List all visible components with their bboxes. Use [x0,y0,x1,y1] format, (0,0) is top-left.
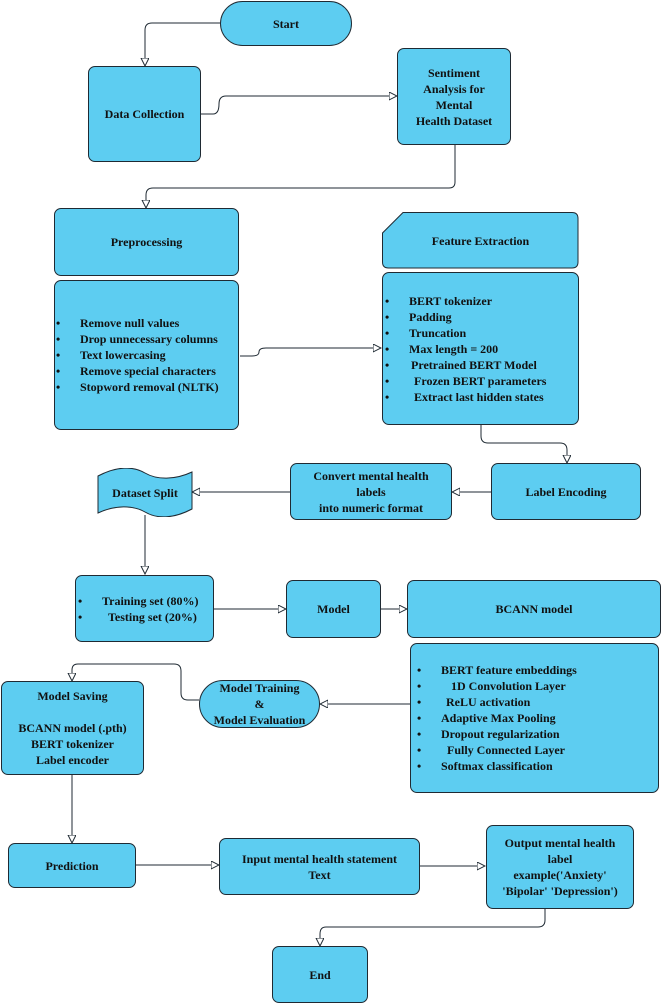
list-item: •Frozen BERT parameters [385,373,547,388]
list-item: •BERT tokenizer [385,293,493,308]
list-item: •Drop unnecessary columns [56,332,218,346]
list-item: •Pretrained BERT Model [385,357,537,372]
list-item: •BERT feature embeddings [417,663,577,677]
start-node: Start [220,1,352,46]
label-encoding-label: Label Encoding [525,484,607,499]
feature-extraction-node: Feature Extraction [382,212,579,269]
feature-steps-list: •BERT tokenizer •Padding •Truncation •Ma… [385,293,578,405]
feature-extraction-card-shape [382,212,579,269]
model-saving-title: Model Saving [37,689,108,703]
list-item: •Stopword removal (NLTK) [56,380,219,394]
label-encoding-node: Label Encoding [491,463,641,520]
connector-start-to-data-collection [145,22,221,66]
model-saving-line-2: BERT tokenizer [30,737,115,751]
preprocessing-label: Preprocessing [110,235,183,249]
list-item: •Remove null values [56,316,180,330]
model-saving-node: Model Saving BCANN model (.pth) BERT tok… [1,681,144,775]
list-item: •Dropout regularization [417,727,560,741]
feature-steps-node: •BERT tokenizer •Padding •Truncation •Ma… [382,272,579,425]
end-node: End [272,946,368,1003]
connector-data-collection-to-sentiment [201,96,397,115]
list-item: •Adaptive Max Pooling [417,711,556,725]
preprocessing-steps-node: •Remove null values •Drop unnecessary co… [54,280,239,430]
convert-labels-node: Convert mental health labels into numeri… [290,463,452,520]
model-label: Model [317,602,350,616]
output-label-line-1: Output mental health [504,836,616,850]
sentiment-line-2: Analysis for [423,81,485,96]
end-label: End [309,967,331,982]
list-item: •1D Convolution Layer [417,679,566,693]
connector-features-to-label-encoding [480,425,567,463]
connector-sentiment-to-preprocessing [146,145,456,208]
list-item: •Truncation [385,325,467,340]
data-collection-node: Data Collection [88,66,201,162]
list-item: •Training set (80%) [78,593,199,608]
sentiment-dataset-node: Sentiment Analysis for Mental Health Dat… [397,48,511,145]
model-saving-line-1: BCANN model (.pth) [18,721,127,735]
sentiment-line-4: Health Dataset [415,113,493,128]
preprocessing-node: Preprocessing [54,208,239,276]
dataset-split-node: Dataset Split [97,468,193,517]
bcann-model-node: BCANN model [407,580,661,638]
list-item: •Padding [385,309,452,324]
model-training-node: Model Training & Model Evaluation [199,680,320,728]
bcann-model-label: BCANN model [495,602,573,616]
split-sets-node: •Training set (80%) •Testing set (20%) [75,575,214,642]
output-label-line-3: example('Anxiety' [513,868,607,882]
convert-labels-line-2: labels [356,484,386,499]
prediction-node: Prediction [8,843,136,888]
list-item: •Extract last hidden states [385,389,544,404]
start-label: Start [273,16,299,31]
list-item: •Softmax classification [417,759,553,773]
split-sets-list: •Training set (80%) •Testing set (20%) [78,593,213,625]
model-training-line-1: Model Training [219,681,300,695]
model-node: Model [286,580,381,638]
feature-extraction-label: Feature Extraction [431,233,530,248]
model-saving-line-3: Label encoder [36,753,109,767]
bcann-layers-list: •BERT feature embeddings •1D Convolution… [417,662,658,774]
model-training-line-2: & [254,697,265,711]
input-statement-node: Input mental health statement Text [219,838,420,895]
bcann-layers-node: •BERT feature embeddings •1D Convolution… [410,643,659,793]
input-statement-line-1: Input mental health statement [242,851,397,866]
connector-preprocessing-to-features [240,348,381,357]
dataset-split-label: Dataset Split [112,485,178,500]
connector-output-to-end [320,909,546,946]
data-collection-label: Data Collection [104,107,185,121]
list-item: •ReLU activation [417,695,531,709]
list-item: •Remove special characters [56,364,216,378]
list-item: •Fully Connected Layer [417,743,565,757]
model-training-line-3: Model Evaluation [213,713,306,727]
list-item: •Testing set (20%) [78,609,197,624]
sentiment-line-1: Sentiment [428,65,480,80]
output-label-node: Output mental health label example('Anxi… [486,825,634,909]
input-statement-line-2: Text [308,867,331,882]
preprocessing-steps-list: •Remove null values •Drop unnecessary co… [56,315,238,395]
dataset-split-tape-shape [97,468,193,517]
output-label-line-4: 'Bipolar' 'Depression') [502,884,618,898]
sentiment-line-3: Mental [435,97,473,112]
connector-training-to-model-saving [72,663,199,701]
prediction-label: Prediction [45,858,99,873]
list-item: •Max length = 200 [385,341,499,356]
list-item: •Text lowercasing [56,348,166,362]
output-label-line-2: label [547,852,573,866]
convert-labels-line-3: into numeric format [319,500,423,515]
convert-labels-line-1: Convert mental health [313,468,429,483]
